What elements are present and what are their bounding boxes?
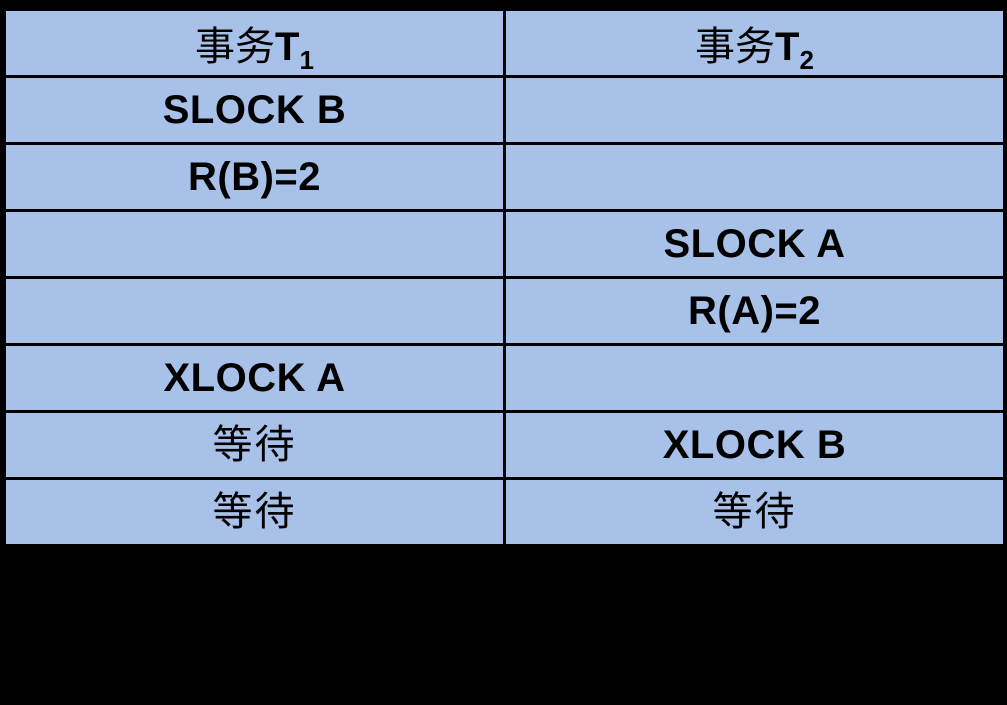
header-t2-symbol: T [775, 25, 800, 69]
table-row: R(A)=2 [6, 279, 1003, 343]
column-header-t2: 事务T2 [506, 11, 1003, 75]
header-t2-prefix: 事务 [695, 24, 776, 70]
table-header-row: 事务T1 事务T2 [6, 11, 1003, 75]
header-t1-subscript: 1 [299, 45, 314, 75]
table-row: SLOCK B [6, 78, 1003, 142]
cell-t2-row6: XLOCK B [506, 413, 1003, 477]
table-row: R(B)=2 [6, 145, 1003, 209]
cell-t2-row1 [506, 78, 1003, 142]
transaction-lock-table: 事务T1 事务T2 SLOCK B R(B)=2 SLOCK A [3, 8, 1006, 547]
header-t1-prefix: 事务 [195, 24, 276, 70]
table-body: SLOCK B R(B)=2 SLOCK A R(A)=2 XLOCK A 等待 [6, 78, 1003, 544]
cell-t1-row5: XLOCK A [6, 346, 503, 410]
table-row: 等待 等待 [6, 480, 1003, 544]
cell-t2-row5 [506, 346, 1003, 410]
table-row: SLOCK A [6, 212, 1003, 276]
cell-t2-row3: SLOCK A [506, 212, 1003, 276]
cell-t1-row2: R(B)=2 [6, 145, 503, 209]
cell-t2-row7: 等待 [506, 480, 1003, 544]
cell-t1-row1: SLOCK B [6, 78, 503, 142]
table-row: 等待 XLOCK B [6, 413, 1003, 477]
column-header-t1: 事务T1 [6, 11, 503, 75]
cell-t1-row6: 等待 [6, 413, 503, 477]
table-row: XLOCK A [6, 346, 1003, 410]
cell-t1-row7: 等待 [6, 480, 503, 544]
cell-t2-row4: R(A)=2 [506, 279, 1003, 343]
header-t1-symbol: T [275, 25, 300, 69]
cell-t1-row3 [6, 212, 503, 276]
cell-t1-row4 [6, 279, 503, 343]
cell-t2-row2 [506, 145, 1003, 209]
header-t2-subscript: 2 [799, 45, 814, 75]
